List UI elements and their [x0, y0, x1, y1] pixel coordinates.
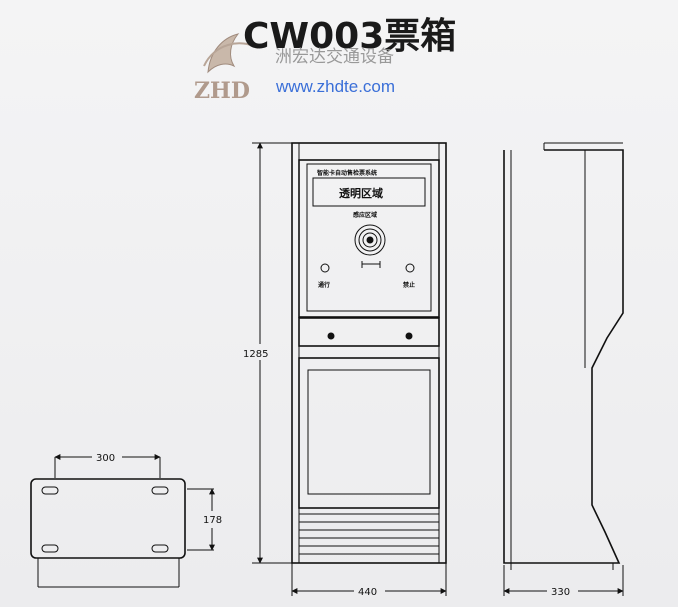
left-indicator-label: 通行 [318, 281, 330, 289]
page-title: CW003票箱 [243, 16, 456, 57]
dim-front-width: 440 [358, 587, 377, 598]
right-indicator-label: 禁止 [402, 281, 415, 289]
right-indicator-light-icon [405, 263, 415, 273]
card-reader-icon [354, 224, 386, 256]
header-strip-text: 智能卡自动售检票系统 [317, 169, 377, 177]
left-indicator-light-icon [320, 263, 330, 273]
base-plan-view: 300 178 [30, 453, 222, 588]
company-name: 洲宏达交通设备 [275, 47, 394, 67]
left-bolt-icon [327, 332, 335, 340]
front-elevation-view: 1285 智能卡自动售检票系统 透明区域 感应区域 通行 禁止 [243, 142, 447, 598]
transparent-window-label: 透明区域 [339, 186, 383, 200]
dim-height: 1285 [243, 349, 268, 360]
dim-base-depth: 178 [203, 515, 222, 526]
website-url: www.zhdte.com [275, 77, 395, 96]
reader-area-label: 感应区域 [353, 211, 377, 219]
side-elevation-view: 330 [503, 142, 624, 598]
dim-side-depth: 330 [551, 587, 570, 598]
right-bolt-icon [405, 332, 413, 340]
dim-base-width: 300 [96, 453, 115, 464]
logo: ZHD [194, 33, 259, 104]
logo-arc-icon [203, 42, 259, 67]
ticket-slot-icon [361, 261, 381, 268]
logo-text: ZHD [194, 78, 250, 104]
